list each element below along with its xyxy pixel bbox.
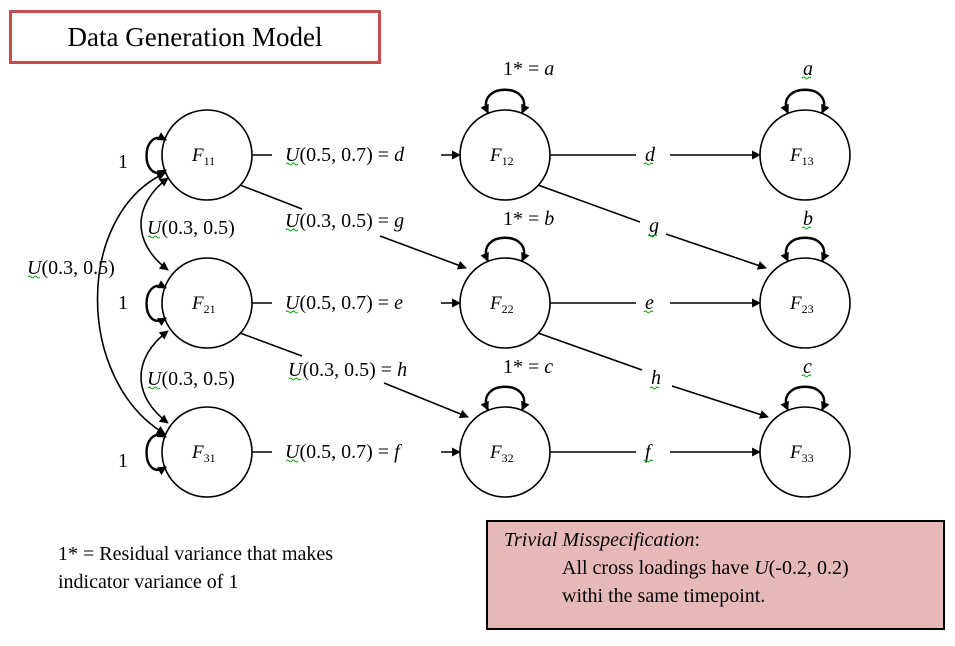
note-line-1: 1* = Residual variance that makes — [58, 543, 334, 565]
covariance-f11-f31 — [96, 172, 166, 435]
loading-label-f: U(0.5, 0.7) = f — [285, 441, 402, 463]
spellcheck-squiggles — [27, 76, 812, 463]
loading-label-d: U(0.5, 0.7) = d — [285, 144, 405, 166]
factor-label-f31: F31 — [191, 442, 216, 465]
path-label-e: e — [645, 292, 654, 314]
factor-label-f11: F11 — [191, 145, 215, 168]
path-label-g: g — [649, 215, 659, 237]
variance-label-f31: 1 — [118, 450, 128, 472]
factor-label-f33: F33 — [789, 442, 814, 465]
factor-label-f13: F13 — [789, 145, 814, 168]
variance-label-f11: 1 — [118, 151, 128, 173]
residual-variance-note: 1* = Residual variance that makes indica… — [58, 540, 438, 596]
trivial-line-2: withi the same timepoint. — [562, 585, 766, 607]
variance-loop-f33 — [780, 385, 830, 411]
structural-paths — [239, 150, 769, 457]
variance-loop-f23 — [780, 236, 830, 262]
covariance-arcs — [96, 172, 169, 435]
variance-label-f12: 1* = a — [503, 58, 554, 80]
variance-label-f23: b — [803, 208, 813, 230]
variance-loop-f13 — [780, 88, 830, 114]
trivial-misspecification-box: Trivial Misspecification: All cross load… — [486, 520, 945, 630]
covariance-label-f11-f31: U(0.3, 0.5) — [27, 257, 115, 279]
covariance-label-f21-f31: U(0.3, 0.5) — [147, 368, 235, 390]
variance-loop-f22 — [480, 236, 530, 262]
trivial-line-1: All cross loadings have U(-0.2, 0.2) — [562, 557, 849, 579]
variance-loop-f12 — [480, 88, 530, 114]
path-label-d: d — [645, 144, 656, 166]
factor-label-f22: F22 — [489, 293, 514, 316]
variance-label-f32: 1* = c — [503, 356, 553, 378]
variance-label-f13: a — [803, 58, 813, 80]
cross-loading-label-g: U(0.3, 0.5) = g — [285, 210, 404, 232]
variance-labels: 1 1 1 1* = a 1* = b 1* = c a b c — [118, 58, 813, 472]
trivial-heading: Trivial Misspecification: — [504, 529, 701, 551]
factor-label-f12: F12 — [489, 145, 514, 168]
covariance-label-f11-f21: U(0.3, 0.5) — [147, 217, 235, 239]
variance-label-f21: 1 — [118, 292, 128, 314]
variance-label-f22: 1* = b — [503, 208, 554, 230]
factor-label-f23: F23 — [789, 293, 814, 316]
factor-label-f32: F32 — [489, 442, 514, 465]
path-label-f: f — [645, 441, 653, 463]
note-line-2: indicator variance of 1 — [58, 571, 239, 593]
variance-loop-f31 — [145, 429, 167, 476]
loading-labels: U(0.5, 0.7) = d U(0.5, 0.7) = e U(0.5, 0… — [27, 144, 661, 463]
path-label-h: h — [651, 367, 661, 389]
variance-loop-f32 — [480, 385, 530, 411]
diagram-title: Data Generation Model — [9, 10, 381, 64]
factor-names: F11 F12 F13 F21 F22 F23 F31 F32 F33 — [191, 145, 814, 465]
cross-loading-label-h: U(0.3, 0.5) = h — [288, 359, 407, 381]
factor-label-f21: F21 — [191, 293, 216, 316]
variance-label-f33: c — [803, 356, 812, 378]
loading-label-e: U(0.5, 0.7) = e — [285, 292, 403, 314]
